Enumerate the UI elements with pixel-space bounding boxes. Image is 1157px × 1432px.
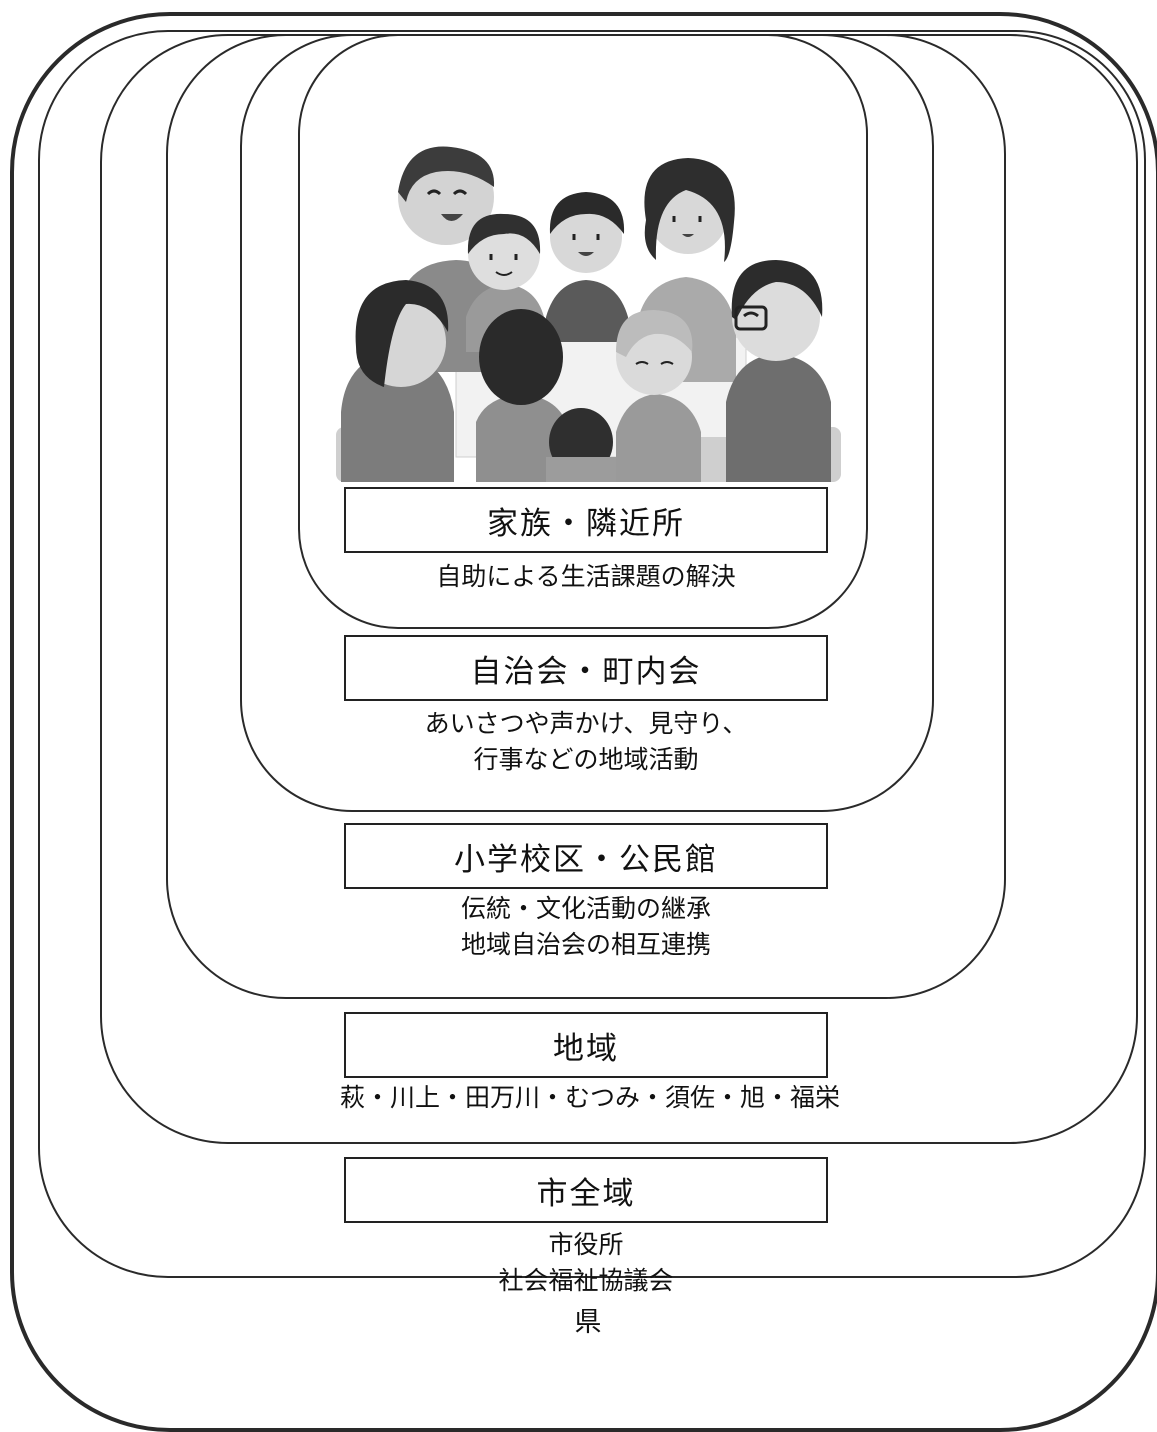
region-description: 萩・川上・田万川・むつみ・須佐・旭・福栄 [220, 1080, 960, 1116]
school-desc-line: 地域自治会の相互連携 [460, 930, 711, 959]
city-title: 市全域 [344, 1157, 828, 1223]
city-desc-line: 市役所 [548, 1230, 624, 1259]
ring-city [38, 30, 1146, 1278]
prefecture-label: 県 [574, 1307, 602, 1338]
people-meeting-illustration [336, 146, 841, 482]
jichikai-desc-line: 行事などの地域活動 [473, 745, 699, 774]
jichikai-title: 自治会・町内会 [344, 635, 828, 701]
jichikai-desc-line: あいさつや声かけ、見守り、 [424, 709, 748, 738]
region-desc-line: 萩・川上・田万川・むつみ・須佐・旭・福栄 [339, 1083, 840, 1112]
city-description: 市役所 社会福祉協議会 [344, 1227, 828, 1299]
family-desc-line: 自助による生活課題の解決 [436, 562, 736, 591]
city-desc-line: 社会福祉協議会 [498, 1266, 674, 1295]
school-desc-line: 伝統・文化活動の継承 [460, 894, 711, 923]
jichikai-description: あいさつや声かけ、見守り、 行事などの地域活動 [344, 706, 828, 778]
ring-family [298, 34, 868, 629]
family-title: 家族・隣近所 [344, 487, 828, 553]
family-description: 自助による生活課題の解決 [344, 559, 828, 595]
school-district-description: 伝統・文化活動の継承 地域自治会の相互連携 [344, 891, 828, 963]
school-district-title: 小学校区・公民館 [344, 823, 828, 889]
region-title: 地域 [344, 1012, 828, 1078]
